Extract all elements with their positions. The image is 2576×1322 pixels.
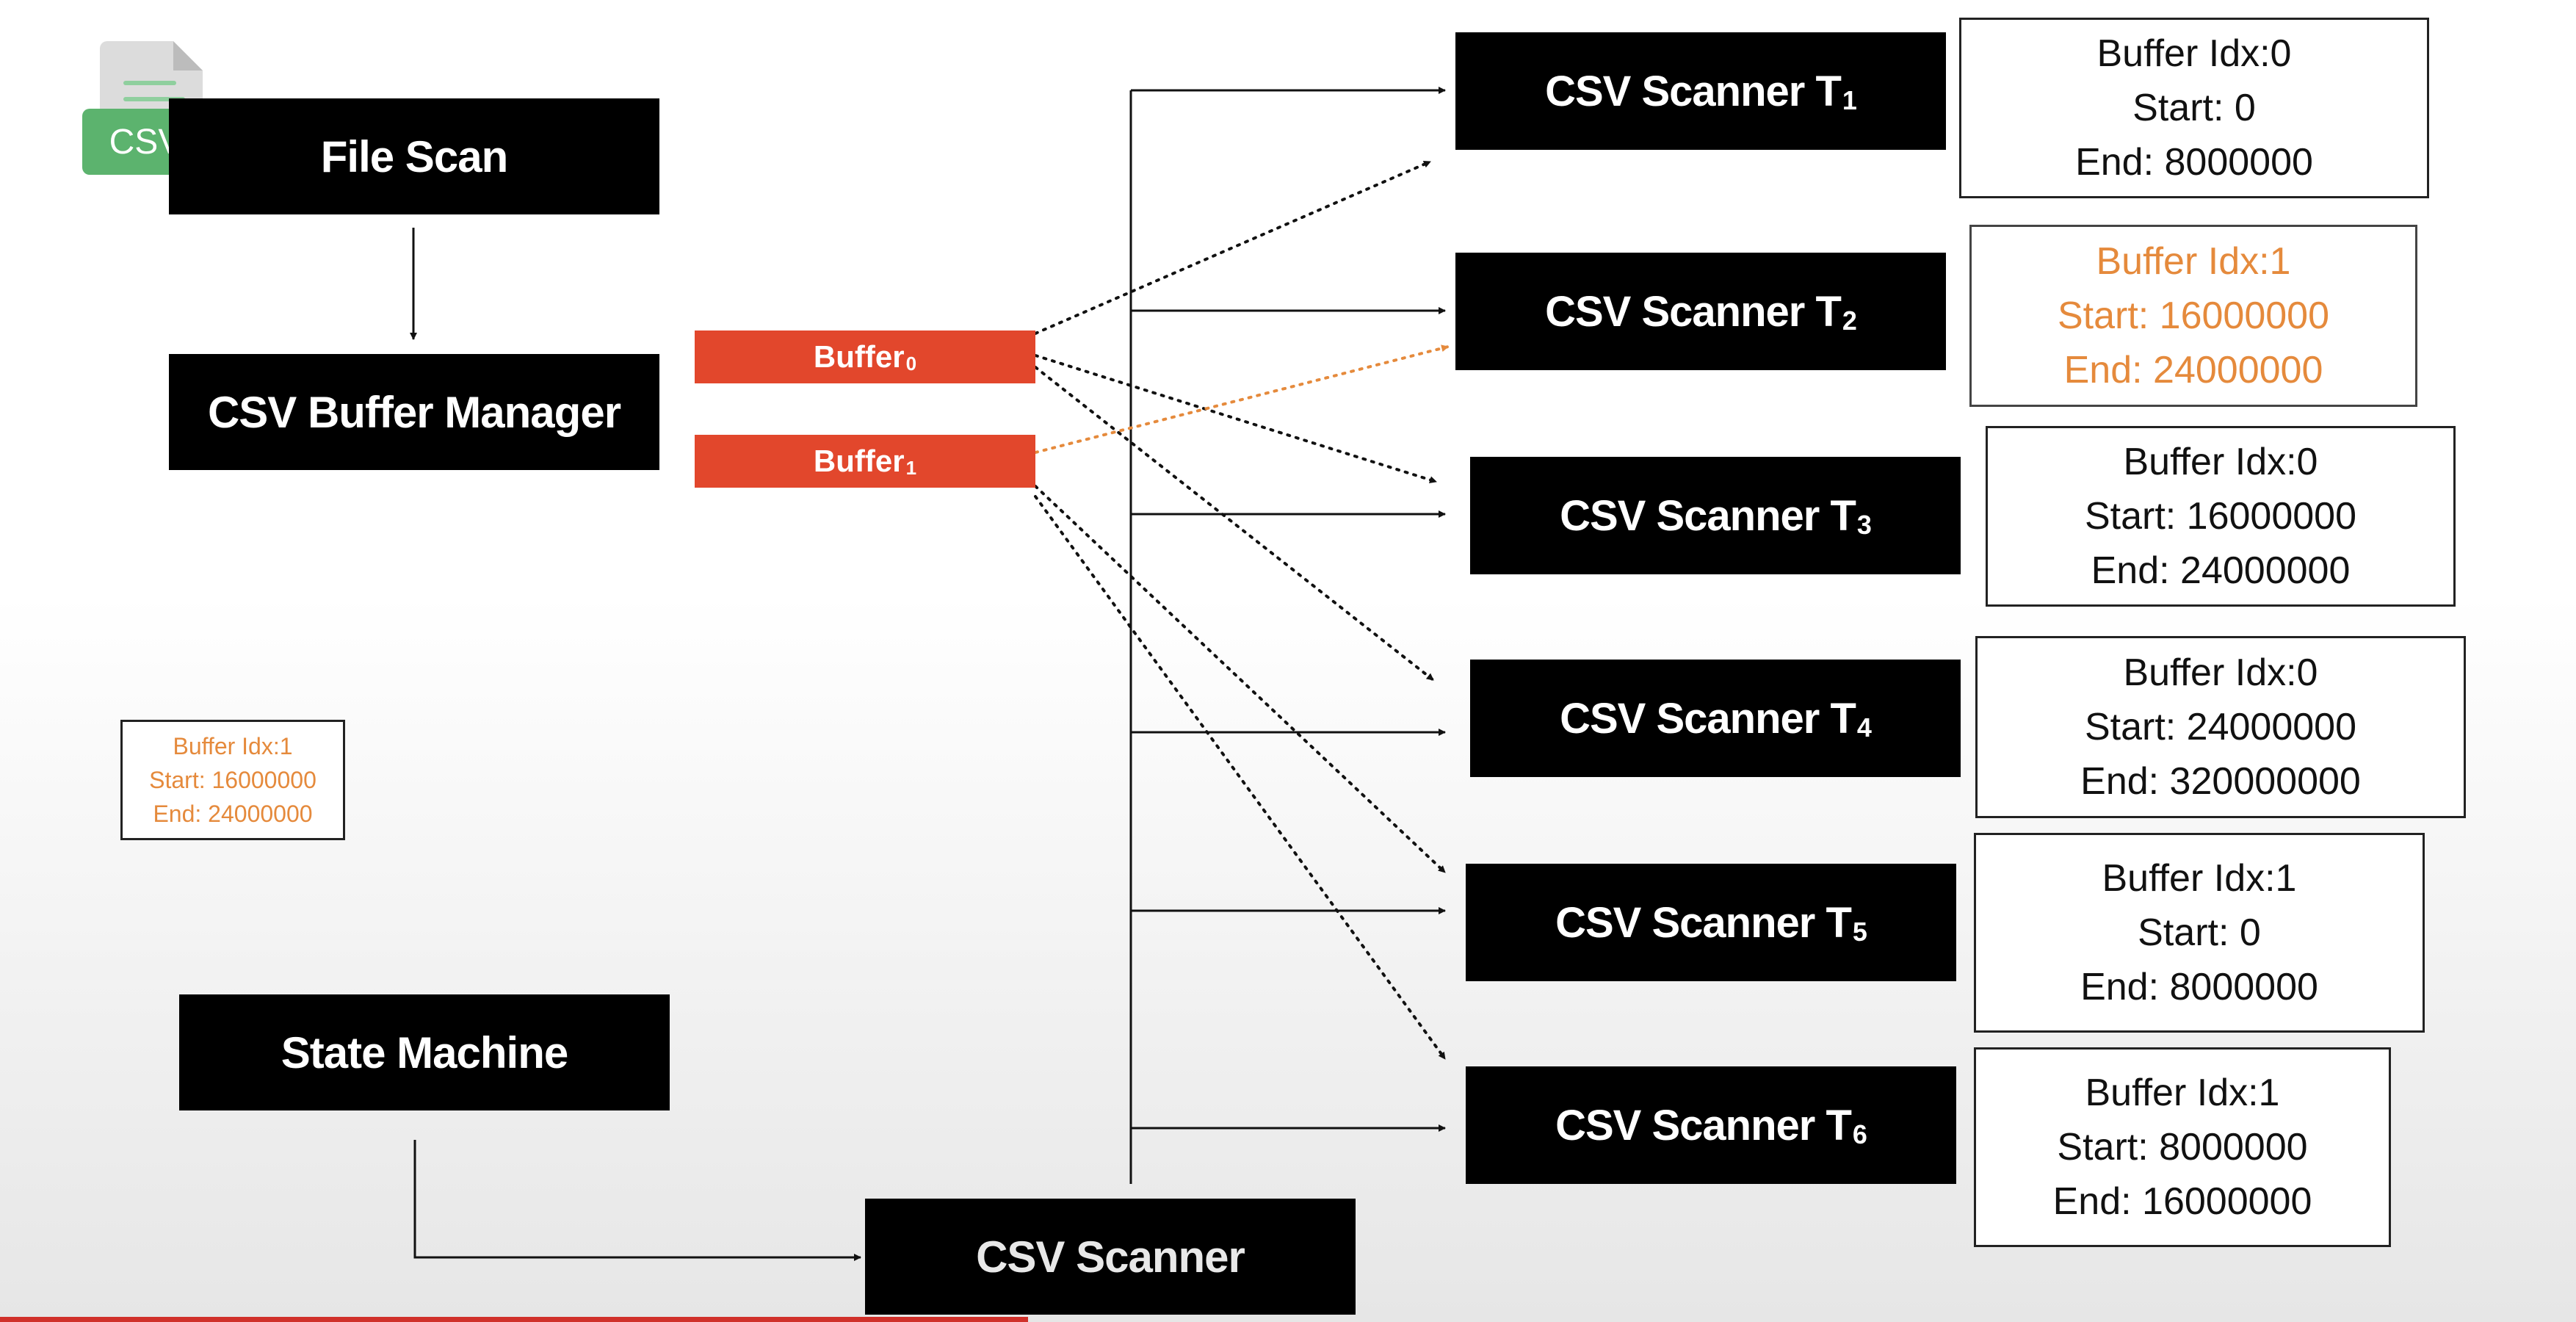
range-info-t1: Buffer Idx:0 Start: 0 End: 8000000: [1959, 18, 2429, 198]
buffer-0-label: Buffer: [813, 339, 905, 374]
buffer-1-index: 1: [905, 456, 917, 479]
csv-scanner-t6-index: 6: [1852, 1119, 1867, 1149]
note-buffer-idx: Buffer Idx:1: [173, 733, 293, 759]
csv-scanner-t2-label: CSV Scanner T: [1545, 287, 1842, 336]
csv-scanner-t2-index: 2: [1842, 305, 1857, 336]
range-info-t3: Buffer Idx:0 Start: 16000000 End: 240000…: [1986, 426, 2456, 607]
arrow-statemachine-to-scanner: [413, 1140, 861, 1261]
start-text: Start: 24000000: [2084, 706, 2357, 748]
dotted-buffer0-t3: [1034, 354, 1438, 484]
range-info-t4: Buffer Idx:0 Start: 24000000 End: 320000…: [1975, 636, 2466, 818]
csv-buffer-manager-label: CSV Buffer Manager: [207, 387, 621, 437]
buffer-0-index: 0: [905, 352, 917, 375]
buffer-idx-text: Buffer Idx:1: [2102, 857, 2297, 900]
end-text: End: 16000000: [2052, 1180, 2312, 1223]
start-text: Start: 8000000: [2057, 1126, 2308, 1169]
csv-scanner-t3-index: 3: [1856, 509, 1872, 540]
csv-scanner-t3-label: CSV Scanner T: [1560, 491, 1856, 540]
buffer-idx-text: Buffer Idx:1: [2096, 240, 2291, 283]
floating-range-note: Buffer Idx:1 Start: 16000000 End: 240000…: [120, 720, 345, 840]
csv-scanner-box: CSV Scanner: [865, 1199, 1356, 1315]
dotted-connectors: [1034, 160, 1447, 1061]
start-text: Start: 16000000: [2084, 495, 2357, 538]
file-scan-label: File Scan: [320, 131, 508, 181]
end-text: End: 24000000: [2063, 349, 2323, 391]
csv-scanner-label: CSV Scanner: [976, 1232, 1245, 1282]
csv-scanner-t6-label: CSV Scanner T: [1555, 1101, 1852, 1149]
solid-connectors: [410, 87, 1446, 1261]
end-text: End: 8000000: [2075, 141, 2313, 184]
dotted-buffer1-t6: [1034, 495, 1447, 1061]
progress-bar-edge: [0, 1317, 1028, 1322]
dotted-buffer0-t4: [1034, 366, 1435, 682]
dotted-buffer1-t2: [1034, 344, 1450, 454]
end-text: End: 24000000: [2091, 549, 2351, 592]
dotted-buffer0-t1: [1034, 160, 1432, 335]
csv-buffer-manager-box: CSV Buffer Manager: [169, 354, 659, 470]
csv-scanner-t1-index: 1: [1842, 84, 1857, 115]
start-text: Start: 0: [2132, 87, 2256, 129]
csv-scanner-t5-label: CSV Scanner T: [1555, 898, 1852, 947]
end-text: End: 8000000: [2080, 966, 2318, 1008]
state-machine-label: State Machine: [281, 1027, 568, 1077]
note-end: End: 24000000: [153, 801, 313, 827]
state-machine-box: State Machine: [179, 994, 670, 1110]
csv-scanner-t5-index: 5: [1852, 916, 1867, 947]
buffer-idx-text: Buffer Idx:1: [2085, 1072, 2280, 1114]
start-text: Start: 16000000: [2057, 295, 2330, 337]
note-start: Start: 16000000: [149, 767, 316, 793]
buffer-1-label: Buffer: [813, 444, 905, 478]
buffer-idx-text: Buffer Idx:0: [2123, 651, 2318, 694]
range-info-t5: Buffer Idx:1 Start: 0 End: 8000000: [1974, 833, 2425, 1033]
dotted-buffer1-t5: [1034, 485, 1447, 874]
range-info-t2: Buffer Idx:1 Start: 16000000 End: 240000…: [1969, 225, 2417, 407]
csv-scanner-t4-index: 4: [1856, 712, 1872, 743]
file-scan-box: File Scan: [169, 98, 659, 214]
csv-scanner-t1-label: CSV Scanner T: [1545, 67, 1842, 115]
end-text: End: 320000000: [2080, 760, 2361, 803]
range-info-t6: Buffer Idx:1 Start: 8000000 End: 1600000…: [1974, 1047, 2391, 1247]
csv-scanner-t4-label: CSV Scanner T: [1560, 694, 1856, 743]
start-text: Start: 0: [2138, 911, 2261, 954]
buffer-idx-text: Buffer Idx:0: [2123, 441, 2318, 483]
buffer-idx-text: Buffer Idx:0: [2096, 32, 2292, 75]
